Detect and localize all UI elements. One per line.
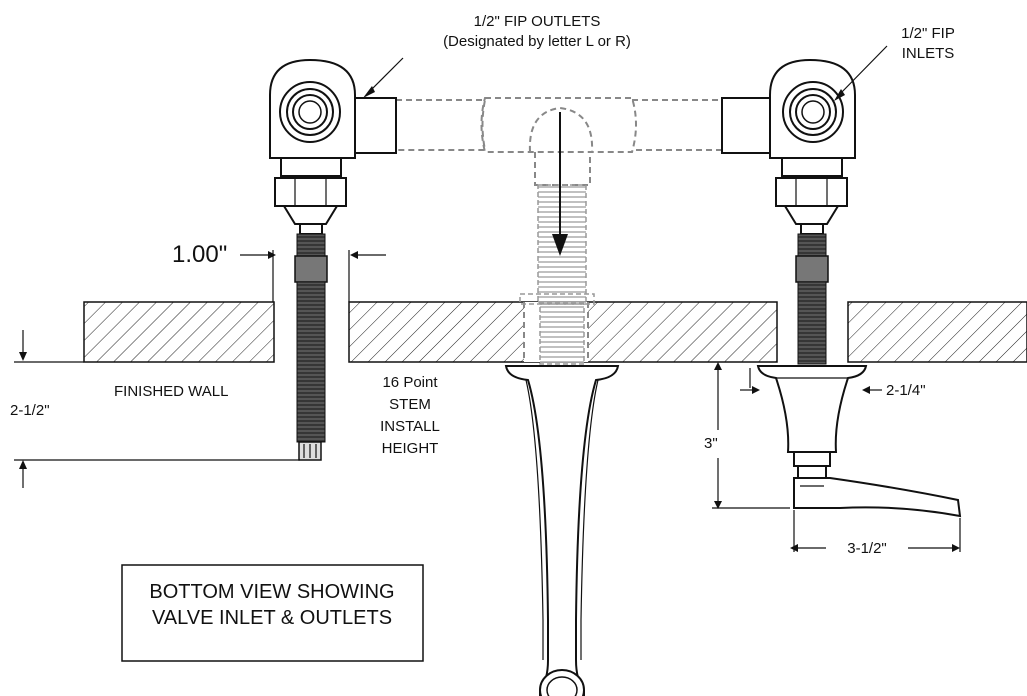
stem-note-line4: HEIGHT — [382, 440, 439, 457]
finished-wall-label: FINISHED WALL — [114, 383, 228, 400]
outlets-label-line1: 1/2" FIP OUTLETS — [474, 13, 601, 30]
bottom-view-note-box: BOTTOM VIEW SHOWING VALVE INLET & OUTLET… — [121, 564, 424, 662]
inlets-label-line2: INLETS — [902, 45, 955, 62]
stem-gap-dimension: 1.00" — [172, 241, 227, 268]
handle — [756, 365, 962, 518]
bottom-view-note-line2: VALVE INLET & OUTLETS — [152, 607, 392, 629]
inlets-label-line1: 1/2" FIP — [901, 25, 955, 42]
right-valve — [721, 58, 856, 365]
escutcheon-dimension: 2-1/4" — [886, 382, 926, 399]
dimension-lines — [14, 45, 961, 552]
spout — [504, 365, 620, 696]
left-valve — [269, 58, 397, 461]
stem-note-line2: STEM — [389, 396, 431, 413]
stem-note-line1: 16 Point — [382, 374, 438, 391]
handle-reach-dimension: 3-1/2" — [847, 540, 887, 557]
flow-arrow — [552, 112, 568, 256]
hidden-tee-pipe — [396, 97, 723, 365]
bottom-view-note-line1: BOTTOM VIEW SHOWING — [149, 581, 394, 603]
text-labels: 1/2" FIP OUTLETS (Designated by letter L… — [10, 13, 955, 557]
handle-height-dimension: 3" — [704, 435, 718, 452]
install-height-dimension: 2-1/2" — [10, 402, 50, 419]
stem-note-line3: INSTALL — [380, 418, 440, 435]
outlets-label-line2: (Designated by letter L or R) — [443, 33, 631, 50]
